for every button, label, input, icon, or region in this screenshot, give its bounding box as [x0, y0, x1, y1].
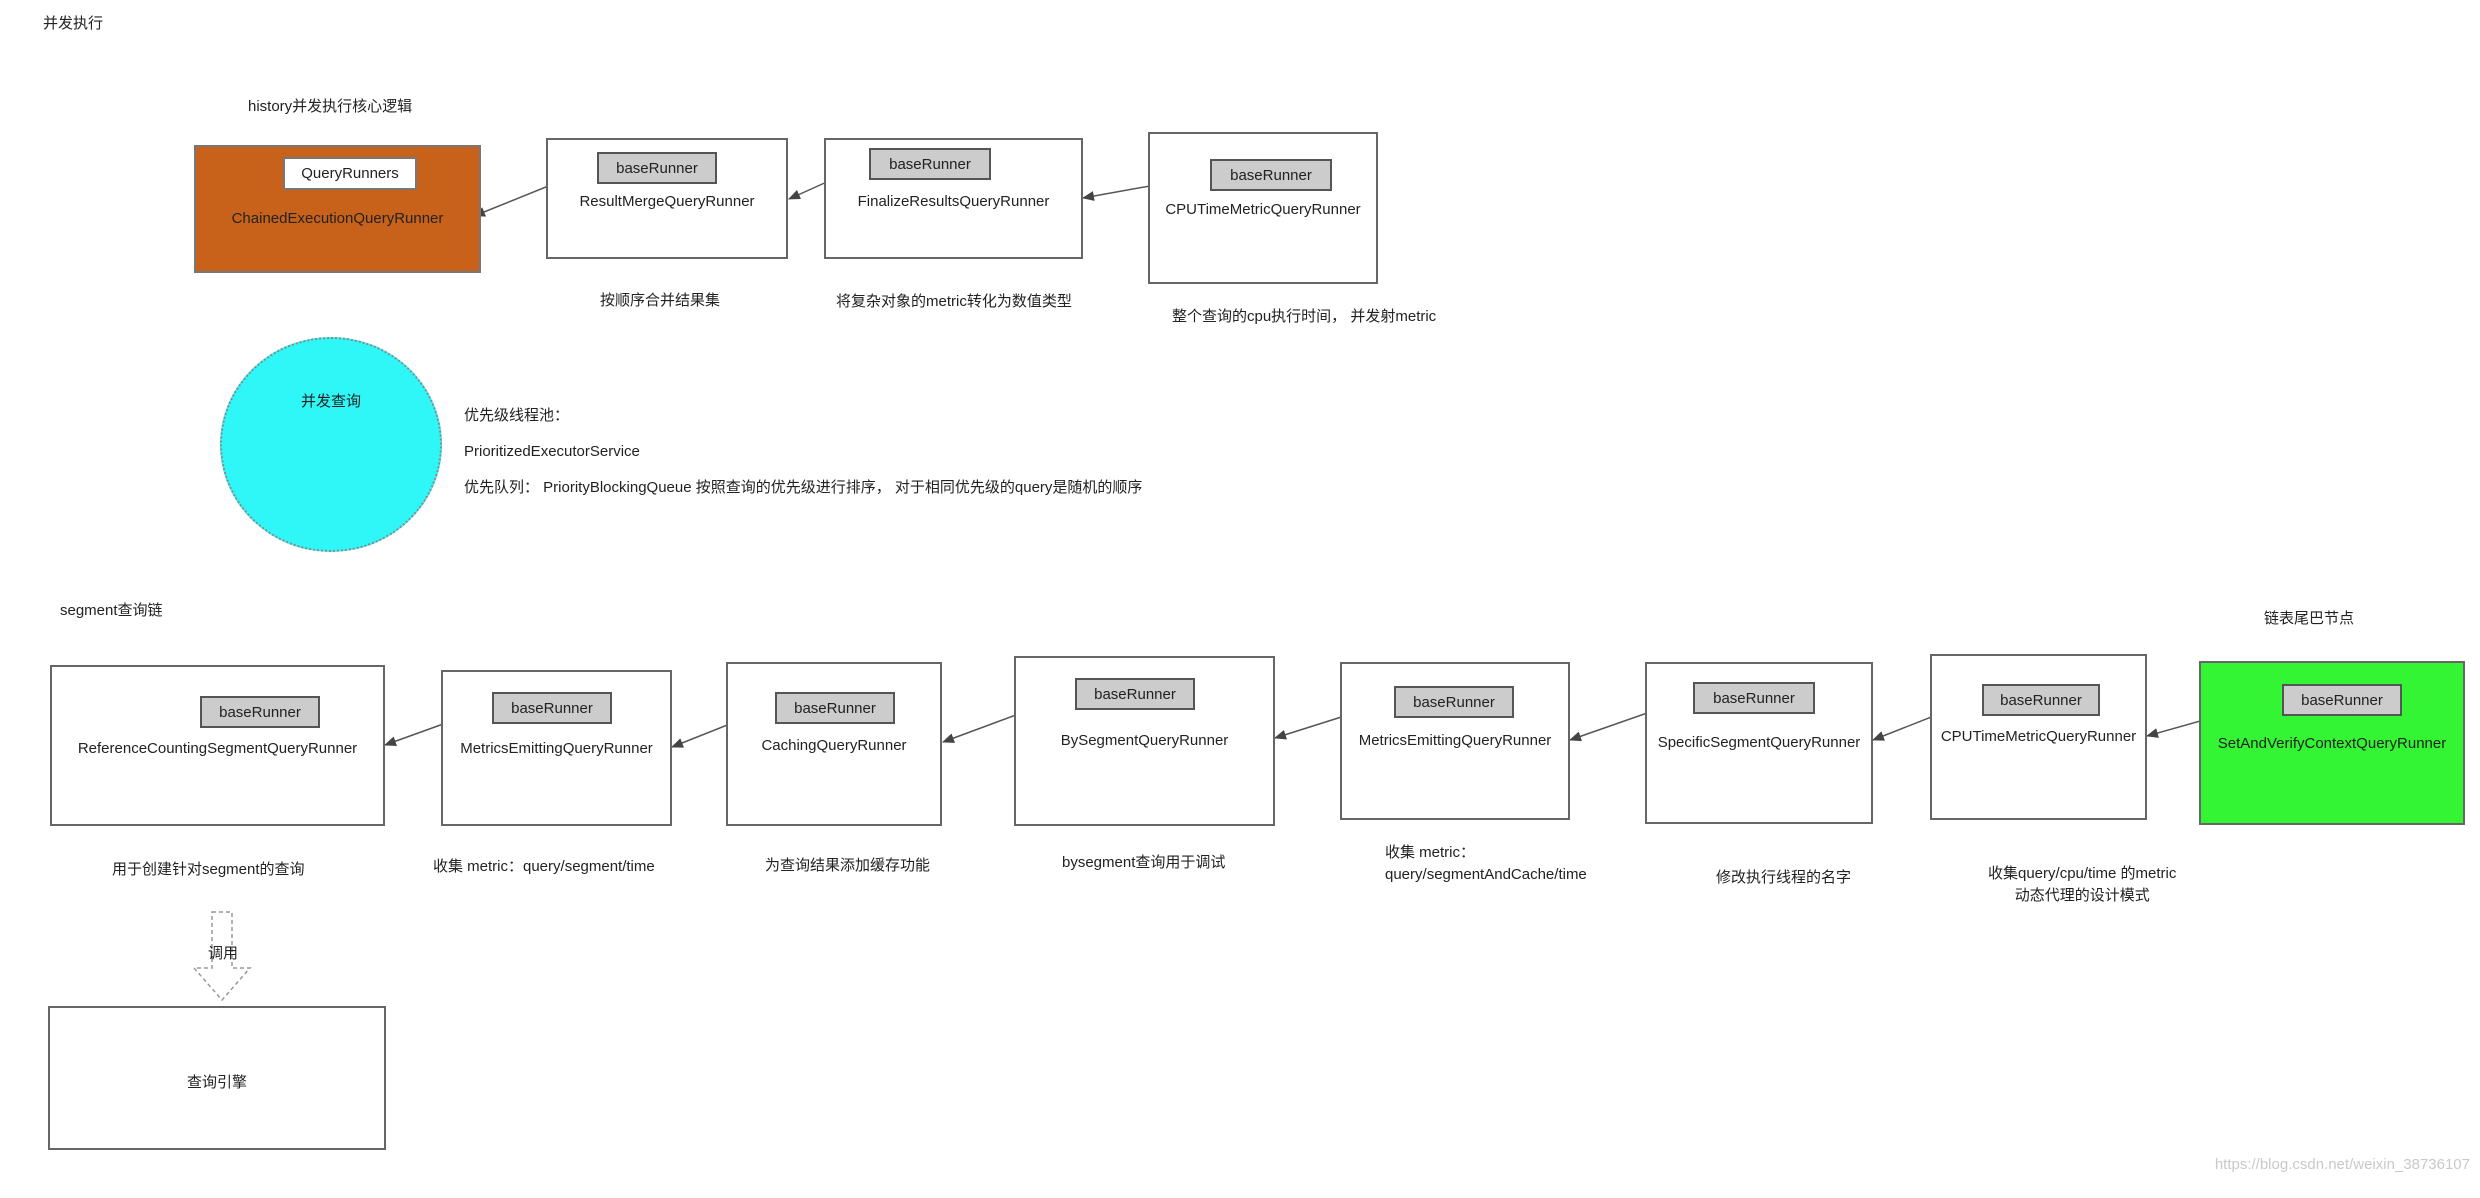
segment-runner-label: CPUTimeMetricQueryRunner: [1940, 728, 2137, 745]
segment-runner-label: SpecificSegmentQueryRunner: [1657, 734, 1861, 751]
segment-runner-note: 为查询结果添加缓存功能: [765, 857, 931, 874]
concurrent-query-circle: [220, 337, 442, 552]
result-merge-label: ResultMergeQueryRunner: [579, 193, 755, 210]
pool-title: 优先级线程池：: [464, 407, 570, 424]
segment-runner-label: ReferenceCountingSegmentQueryRunner: [77, 740, 358, 757]
base-runner-tag: baseRunner: [869, 148, 991, 180]
segment-runner-note: 收集 metric：query/segment/time: [433, 858, 655, 875]
tail-node-note: 链表尾巴节点: [2264, 610, 2355, 627]
segment-runner-box: baseRunner SpecificSegmentQueryRunner: [1645, 662, 1873, 824]
base-runner-tag: baseRunner: [492, 692, 612, 724]
finalize-results-box: baseRunner FinalizeResultsQueryRunner: [824, 138, 1083, 259]
base-runner-tag: baseRunner: [1075, 678, 1195, 710]
result-merge-note: 按顺序合并结果集: [600, 292, 721, 309]
tail-runner-box: baseRunner SetAndVerifyContextQueryRunne…: [2199, 661, 2465, 825]
segment-runner-note-line: 收集query/cpu/time 的metric: [1988, 865, 2177, 882]
base-runner-tag: baseRunner: [597, 152, 717, 184]
query-engine-label: 查询引擎: [186, 1074, 247, 1091]
chained-execution-box: QueryRunners ChainedExecutionQueryRunner: [194, 145, 481, 273]
segment-runner-label: MetricsEmittingQueryRunner: [1358, 732, 1552, 749]
watermark: https://blog.csdn.net/weixin_38736107: [2214, 1156, 2470, 1173]
tail-runner-label: SetAndVerifyContextQueryRunner: [2217, 735, 2447, 752]
segment-runner-label: MetricsEmittingQueryRunner: [460, 740, 653, 757]
cpu-time-box: baseRunner CPUTimeMetricQueryRunner: [1148, 132, 1378, 284]
result-merge-box: baseRunner ResultMergeQueryRunner: [546, 138, 788, 259]
segment-runner-note: 收集 metric： query/segmentAndCache/time: [1385, 842, 1587, 886]
page-title: 并发执行: [43, 15, 104, 32]
base-runner-tag: baseRunner: [1982, 684, 2100, 716]
segment-runner-box: baseRunner MetricsEmittingQueryRunner: [441, 670, 672, 826]
segment-runner-box: baseRunner BySegmentQueryRunner: [1014, 656, 1275, 826]
chained-execution-label: ChainedExecutionQueryRunner: [231, 210, 444, 227]
query-runners-tag: QueryRunners: [283, 157, 417, 190]
call-arrow-icon: [192, 911, 252, 1002]
finalize-results-note: 将复杂对象的metric转化为数值类型: [836, 293, 1072, 310]
segment-runner-box: baseRunner MetricsEmittingQueryRunner: [1340, 662, 1570, 820]
base-runner-tag: baseRunner: [1394, 686, 1514, 718]
segment-runner-box: baseRunner ReferenceCountingSegmentQuery…: [50, 665, 385, 826]
finalize-results-label: FinalizeResultsQueryRunner: [857, 193, 1050, 210]
call-label: 调用: [208, 945, 239, 962]
history-title: history并发执行核心逻辑: [248, 98, 413, 115]
priority-queue-text: 优先队列： PriorityBlockingQueue 按照查询的优先级进行排序…: [464, 479, 1143, 496]
segment-runner-note-line: query/segmentAndCache/time: [1385, 865, 1587, 883]
segment-runner-note-line: 动态代理的设计模式: [2014, 886, 2150, 904]
base-runner-tag: baseRunner: [2282, 684, 2402, 716]
segment-runner-note-line: 收集 metric：: [1385, 844, 1476, 861]
segment-runner-box: baseRunner CPUTimeMetricQueryRunner: [1930, 654, 2147, 820]
query-engine-box: 查询引擎: [48, 1006, 386, 1150]
segment-runner-note: 收集query/cpu/time 的metric 动态代理的设计模式: [1988, 863, 2176, 907]
segment-runner-note: 用于创建针对segment的查询: [112, 861, 305, 878]
segment-runner-label: BySegmentQueryRunner: [1060, 732, 1229, 749]
segment-runner-note: 修改执行线程的名字: [1716, 869, 1852, 886]
base-runner-tag: baseRunner: [1693, 682, 1815, 714]
base-runner-tag: baseRunner: [1210, 159, 1332, 191]
segment-chain-title: segment查询链: [60, 602, 163, 619]
segment-runner-box: baseRunner CachingQueryRunner: [726, 662, 942, 826]
base-runner-tag: baseRunner: [775, 692, 895, 724]
base-runner-tag: baseRunner: [200, 696, 320, 728]
concurrent-query-label: 并发查询: [301, 393, 362, 410]
segment-runner-label: CachingQueryRunner: [761, 737, 907, 754]
segment-runner-note: bysegment查询用于调试: [1062, 854, 1226, 871]
cpu-time-label: CPUTimeMetricQueryRunner: [1165, 201, 1361, 218]
pool-name: PrioritizedExecutorService: [464, 443, 640, 460]
cpu-time-note: 整个查询的cpu执行时间， 并发射metric: [1172, 308, 1437, 325]
